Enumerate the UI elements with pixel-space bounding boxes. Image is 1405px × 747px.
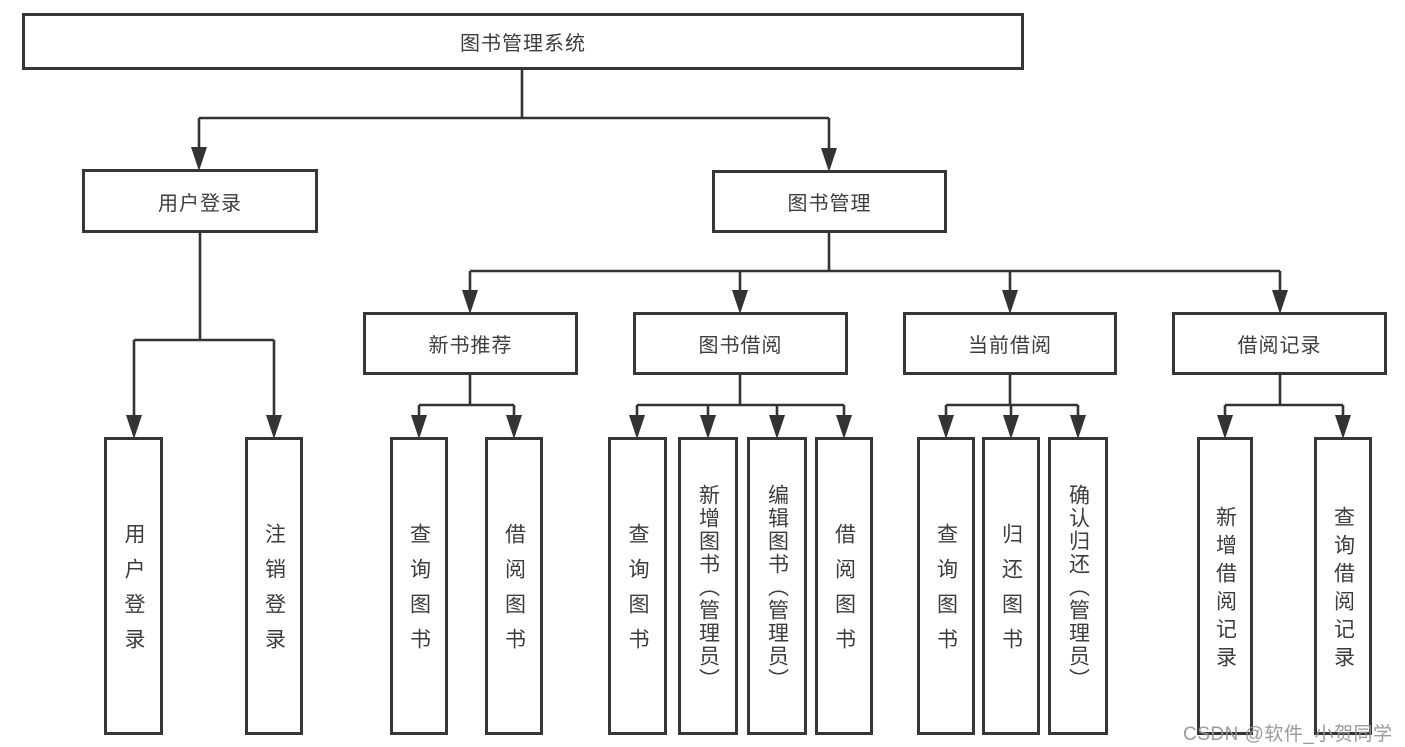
node-label: 新增图书（管理员） [696, 483, 720, 691]
node-query-books-current: 查询图书 [917, 437, 975, 735]
node-label: 图书借阅 [698, 335, 783, 357]
node-label: 新增借阅记录 [1213, 505, 1237, 674]
node-label: 用户登录 [122, 523, 145, 663]
node-borrow-books-recommend: 借阅图书 [485, 437, 543, 735]
node-label: 图书管理系统 [460, 33, 586, 55]
node-confirm-return-admin: 确认归还（管理员） [1048, 437, 1108, 735]
node-label: 借阅图书 [832, 523, 856, 663]
arrowheads [126, 147, 1351, 439]
node-query-books-borrowing: 查询图书 [608, 437, 667, 735]
node-label: 注销登录 [262, 523, 286, 663]
node-user-login: 用户登录 [82, 169, 318, 233]
node-label: 用户登录 [158, 192, 242, 215]
node-add-borrow-record: 新增借阅记录 [1197, 437, 1253, 735]
node-book-borrowing: 图书借阅 [633, 312, 848, 375]
node-label: 当前借阅 [968, 335, 1052, 357]
node-new-book-recommendation: 新书推荐 [363, 312, 578, 375]
node-user-login-leaf: 用户登录 [104, 437, 163, 735]
csdn-watermark: CSDN @软件_小贺同学 [1183, 724, 1393, 745]
node-add-book-admin: 新增图书（管理员） [678, 437, 738, 735]
node-book-management: 图书管理 [712, 170, 947, 233]
node-label: 图书管理 [787, 193, 872, 215]
node-label: 查询图书 [407, 523, 431, 663]
node-label: 归还图书 [999, 523, 1023, 663]
node-library-management-system: 图书管理系统 [22, 13, 1024, 70]
node-label: 查询借阅记录 [1331, 505, 1355, 674]
node-current-borrowing: 当前借阅 [903, 312, 1117, 375]
node-label: 确认归还（管理员） [1066, 483, 1090, 691]
node-label: 借阅图书 [502, 523, 526, 663]
node-label: 借阅记录 [1237, 335, 1322, 357]
node-edit-book-admin: 编辑图书（管理员） [747, 437, 807, 735]
node-borrow-books-leaf: 借阅图书 [815, 437, 873, 735]
node-label: 查询图书 [934, 523, 958, 663]
node-borrowing-records: 借阅记录 [1172, 312, 1387, 375]
node-label: 编辑图书（管理员） [765, 483, 789, 691]
node-logout: 注销登录 [245, 437, 303, 735]
node-query-borrow-record: 查询借阅记录 [1314, 437, 1372, 735]
node-label: 新书推荐 [428, 335, 513, 357]
node-return-books: 归还图书 [982, 437, 1040, 735]
node-query-books-recommend: 查询图书 [390, 437, 448, 735]
node-label: 查询图书 [626, 523, 649, 663]
